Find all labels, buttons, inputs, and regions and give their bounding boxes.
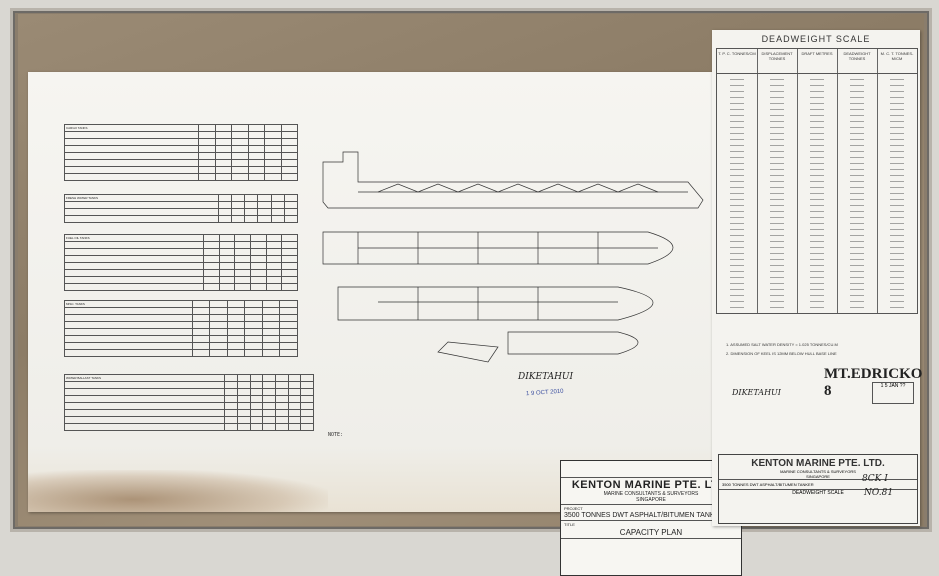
column-header: M. C. T. TONNES-M/CM <box>880 51 914 61</box>
table-header: FUEL OIL TANKS <box>63 234 205 242</box>
ship-profile-drawings <box>322 151 704 363</box>
column-header: T. P. C. TONNES/CM <box>718 51 756 56</box>
ship-name: MT.EDRICKO 8 <box>824 366 923 399</box>
table-header: WATER BALLAST TANKS <box>63 374 226 382</box>
water-ballast-tanks-table: WATER BALLAST TANKS <box>63 374 314 431</box>
title-label: TITLE <box>564 522 575 527</box>
table-header: MISC. TANKS <box>64 300 193 308</box>
scale-signature: DIKETAHUI <box>732 388 781 397</box>
notes-heading: NOTE: <box>328 432 344 438</box>
scale-company-subtitle: MARINE CONSULTANTS & SURVEYORS <box>780 469 856 474</box>
fresh-water-tanks-table: FRESH WATER TANKS <box>64 194 299 223</box>
note-2: 2. DIMENSION OF KEEL IS 12MM BELOW HULL … <box>726 351 837 356</box>
table-header: FRESH WATER TANKS <box>64 194 219 202</box>
approval-stamp-date: 1 9 OCT 2010 <box>525 388 564 398</box>
scale-ticks <box>850 79 864 309</box>
project-label: PROJECT <box>564 506 583 511</box>
column-header: DISPLACEMENT TONNES <box>761 51 793 61</box>
fuel-oil-tanks-table: FUEL OIL TANKS <box>63 234 298 291</box>
column-header: DEADWEIGHT TONNES <box>843 51 871 61</box>
scale-title: DEADWEIGHT SCALE <box>761 34 871 44</box>
date-stamp-box: 1 5 JAN ?? <box>872 382 914 404</box>
stamp-date: 1 5 JAN ?? <box>880 383 906 389</box>
note-1: 1. ASSUMED SALT WATER DENSITY = 1.025 TO… <box>726 342 838 347</box>
scale-title-block: KENTON MARINE PTE. LTD. MARINE CONSULTAN… <box>718 454 918 524</box>
handwritten-note-2: NO.81 <box>864 488 894 498</box>
table-header: CARGO TANKS <box>63 124 200 132</box>
drawing-title: CAPACITY PLAN <box>619 528 683 537</box>
scale-ticks <box>810 79 824 309</box>
project-name: 3500 TONNES DWT ASPHALT/BITUMEN TANKER <box>564 512 725 519</box>
revision-rows <box>561 461 741 478</box>
scale-ticks <box>770 79 784 309</box>
column-header: DRAFT METRES <box>801 51 833 56</box>
capacity-plan-sheet: CARGO TANKS FRESH WATER TANKS FUEL OIL T… <box>28 72 742 576</box>
cargo-tanks-table: CARGO TANKS <box>63 124 299 181</box>
scale-ticks <box>890 79 904 309</box>
scale-project: 3500 TONNES DWT ASPHALT/BITUMEN TANKER <box>719 479 917 489</box>
company-name: KENTON MARINE PTE. LTD. <box>571 479 731 491</box>
misc-tanks-table: MISC. TANKS <box>64 300 298 357</box>
handwritten-note-1: 8CK I <box>862 474 888 484</box>
approval-signature: DIKETAHUI <box>518 372 574 382</box>
company-city: SINGAPORE <box>636 497 666 503</box>
water-stain <box>28 470 328 512</box>
scale-grid: T. P. C. TONNES/CM DISPLACEMENT TONNES D… <box>716 48 918 314</box>
scale-notes: 1. ASSUMED SALT WATER DENSITY = 1.025 TO… <box>726 342 916 356</box>
scale-drawing-title: DEADWEIGHT SCALE <box>719 489 917 496</box>
scale-company-name: KENTON MARINE PTE. LTD. <box>751 458 885 469</box>
scale-ticks <box>730 79 744 309</box>
deadweight-scale-sheet: DEADWEIGHT SCALE T. P. C. TONNES/CM DISP… <box>712 30 923 526</box>
drawing-info-rows <box>561 539 741 553</box>
company-subtitle: MARINE CONSULTANTS & SURVEYORS <box>603 491 699 497</box>
scale-company-city: SINGAPORE <box>806 474 830 479</box>
